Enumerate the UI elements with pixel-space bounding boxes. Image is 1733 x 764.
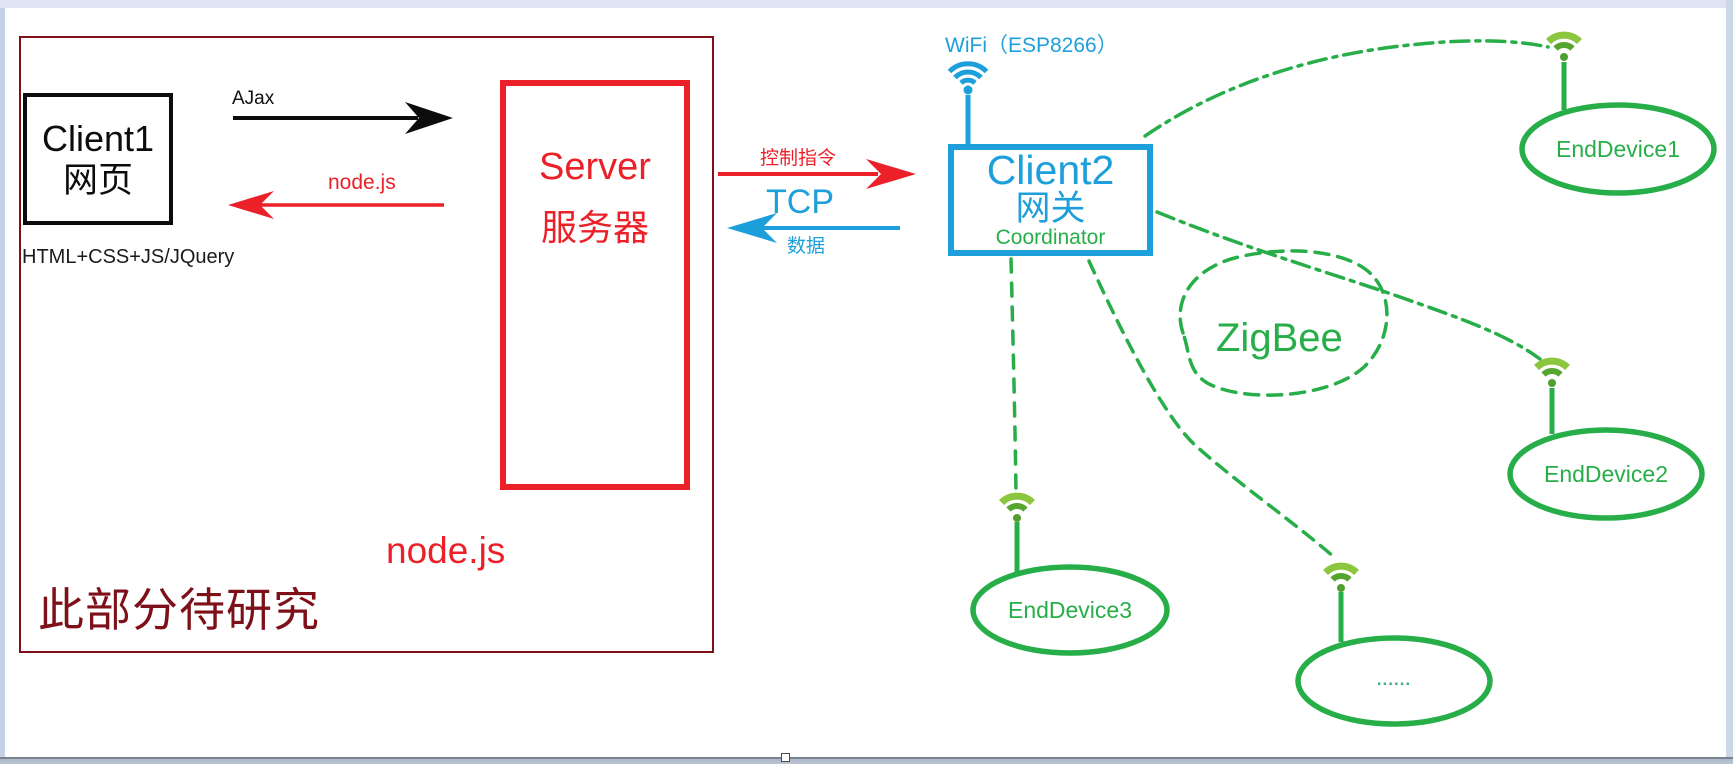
client2-subtitle: 网关 — [1015, 188, 1086, 228]
link-gateway-enddevice3 — [1009, 257, 1018, 494]
wifi-icon-enddevice4 — [1323, 562, 1359, 592]
data-arrow — [727, 213, 900, 243]
canvas-left-edge — [0, 0, 5, 764]
canvas-top-edge — [0, 0, 1733, 8]
enddevice1-node — [1519, 102, 1717, 196]
research-note: 此部分待研究 — [38, 584, 320, 636]
enddevice4-node — [1295, 635, 1493, 727]
client1-box: Client1 网页 — [23, 93, 173, 225]
wifi-icon-gateway — [947, 61, 989, 146]
enddevice3-node — [970, 564, 1170, 656]
canvas-resize-handle[interactable] — [781, 753, 790, 762]
client2-title: Client2 — [986, 146, 1115, 193]
link-gateway-enddevice1 — [1143, 39, 1550, 138]
client2-role-label: Coordinator — [995, 225, 1106, 249]
server-title: Server — [539, 146, 651, 188]
enddevice1-label: EndDevice1 — [1555, 136, 1681, 162]
wifi-icon-enddevice3 — [999, 492, 1035, 522]
server-runtime-label: node.js — [386, 530, 506, 571]
client2-gateway-box: Client2 网关 Coordinator — [948, 144, 1153, 256]
enddevice2-node — [1507, 427, 1705, 521]
nodejs-arrow — [228, 191, 444, 219]
canvas-bottom-bar — [0, 757, 1733, 764]
client1-subtitle: 网页 — [62, 160, 133, 200]
link-gateway-enddevice2 — [1155, 210, 1542, 361]
client1-caption: HTML+CSS+JS/JQuery — [22, 246, 235, 268]
enddevice2-label: EndDevice2 — [1543, 461, 1669, 487]
zigbee-network-label: ZigBee — [1216, 316, 1343, 360]
enddevice4-label: ...... — [1376, 670, 1412, 689]
data-label: 数据 — [787, 236, 826, 257]
wifi-icon-enddevice2 — [1534, 357, 1570, 387]
server-box: Server 服务器 — [500, 80, 690, 490]
ajax-arrow-label: AJax — [232, 88, 275, 109]
control-arrow — [718, 159, 916, 189]
research-region-box — [19, 36, 714, 653]
client1-title: Client1 — [41, 117, 155, 159]
server-subtitle: 服务器 — [540, 207, 649, 248]
zigbee-cloud — [1178, 249, 1389, 397]
link-gateway-enddevice4 — [1087, 259, 1336, 559]
wifi-esp8266-label: WiFi（ESP8266） — [945, 34, 1118, 57]
wifi-icon-enddevice1 — [1546, 31, 1582, 61]
ajax-arrow — [233, 102, 453, 134]
control-command-label: 控制指令 — [760, 148, 837, 169]
canvas-right-edge — [1726, 0, 1733, 764]
nodejs-arrow-label: node.js — [328, 171, 396, 194]
enddevice3-label: EndDevice3 — [1007, 597, 1133, 623]
tcp-label: TCP — [766, 183, 834, 221]
